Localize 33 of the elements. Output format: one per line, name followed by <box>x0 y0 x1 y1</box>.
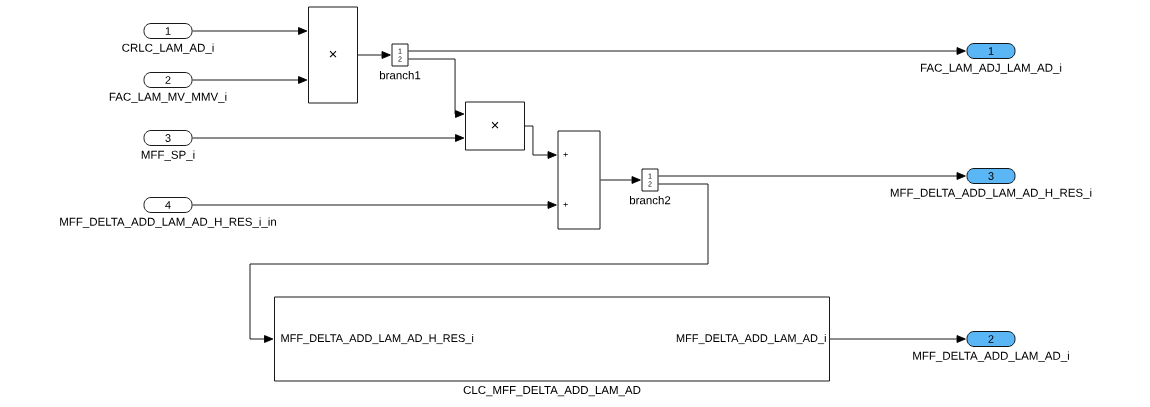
inport-pill: 3 <box>143 130 193 146</box>
signal-arrow <box>192 134 465 142</box>
product-block: × <box>308 6 358 104</box>
subsystem-block: MFF_DELTA_ADD_LAM_AD_H_RES_i MFF_DELTA_ADD_LAM_AD_i <box>274 296 830 382</box>
inport-pill: 4 <box>143 197 193 213</box>
outport-pill: 3 <box>966 168 1016 184</box>
signal-arrow <box>249 183 709 343</box>
product-block: × <box>465 101 525 151</box>
port-label: FAC_LAM_MV_MMV_i <box>109 92 227 104</box>
signal-arrow <box>357 51 391 59</box>
port-label: CRLC_LAM_AD_i <box>122 43 214 54</box>
port-label: MFF_DELTA_ADD_LAM_AD_H_RES_i <box>890 188 1092 200</box>
signal-arrow <box>408 47 966 55</box>
port-label: MFF_DELTA_ADD_LAM_AD_H_RES_i_in <box>60 217 276 229</box>
outport-pill: 1 <box>966 43 1016 59</box>
port-label: branch1 <box>379 70 421 80</box>
signal-arrow <box>192 201 557 209</box>
port-label: MFF_DELTA_ADD_LAM_AD_i <box>913 351 1069 363</box>
port-label: FAC_LAM_ADJ_LAM_AD_i <box>921 63 1062 74</box>
outport-pill: 2 <box>966 331 1016 347</box>
inport-pill: 1 <box>143 23 193 39</box>
port-label: CLC_MFF_DELTA_ADD_LAM_AD <box>463 385 641 397</box>
signal-arrow <box>192 27 308 35</box>
signal-arrow <box>829 335 966 343</box>
signal-arrow <box>658 172 966 180</box>
signal-arrow <box>192 76 308 84</box>
port-label: MFF_SP_i <box>141 150 195 162</box>
signal-arrow <box>600 176 641 184</box>
signal-arrow <box>408 58 465 118</box>
port-label: branch2 <box>629 195 671 205</box>
inport-pill: 2 <box>143 72 193 88</box>
signal-arrow <box>524 125 557 159</box>
sum-block: + + <box>557 130 601 230</box>
